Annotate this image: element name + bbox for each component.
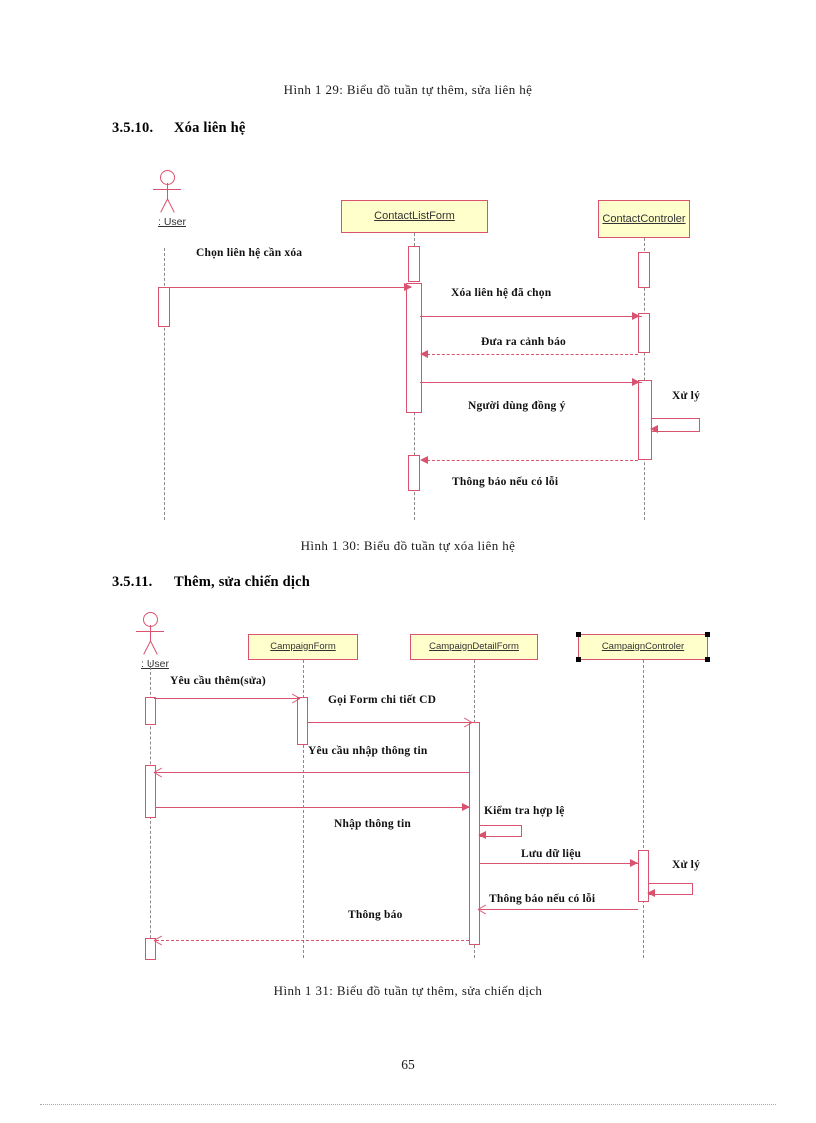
lifeline-campaign-form xyxy=(303,660,304,958)
message-line-1-d2 xyxy=(154,698,300,699)
message-label-5-d2: Kiểm tra hợp lệ xyxy=(484,805,565,817)
section-heading-3-5-10: 3.5.10. Xóa liên hệ xyxy=(112,120,245,137)
activation-clf-1 xyxy=(408,246,420,282)
message-arrowhead-4-d1 xyxy=(632,378,640,386)
self-call-arrowhead-controler xyxy=(647,889,655,897)
self-call-loop-d1 xyxy=(652,418,700,432)
message-arrowhead-2-d2 xyxy=(463,722,472,731)
message-line-6-d1 xyxy=(422,460,638,461)
message-label-1-d2: Yêu cầu thêm(sửa) xyxy=(170,675,266,687)
message-arrowhead-8-d2 xyxy=(478,909,487,918)
message-label-6-d2: Lưu dữ liệu xyxy=(521,848,582,860)
section-number-2: 3.5.11. xyxy=(112,574,153,590)
message-line-2-d1 xyxy=(420,316,642,317)
actor-arms-icon xyxy=(153,189,181,190)
selection-handle-bottom-right[interactable] xyxy=(705,657,710,662)
figure-caption-131: Hình 1 31: Biểu đồ tuần tự thêm, sửa chi… xyxy=(273,983,543,998)
message-label-4-d1: Người dùng đồng ý xyxy=(468,400,566,412)
section-number: 3.5.10. xyxy=(112,120,154,136)
message-label-2-d2: Gọi Form chi tiết CD xyxy=(328,694,437,706)
message-arrowhead-1-d1 xyxy=(404,283,412,291)
message-label-9-d2: Thông báo xyxy=(348,909,403,921)
lifebox-campaign-detail-form[interactable]: CampaignDetailForm xyxy=(410,634,538,660)
self-call-loop-detail-form xyxy=(480,825,522,837)
message-line-9-d2 xyxy=(156,940,469,941)
actor-label-d1: : User xyxy=(157,216,186,228)
message-line-1-d1 xyxy=(168,287,411,288)
activation-cc-3 xyxy=(638,380,652,460)
sequence-diagram-delete-contact: : User ContactListForm ContactControler … xyxy=(0,0,816,540)
section-heading-3-5-11: 3.5.11. Thêm, sửa chiến dịch xyxy=(112,574,310,591)
actor-head-icon xyxy=(160,170,175,185)
section-title-2: Thêm, sửa chiến dịch xyxy=(174,574,310,590)
activation-user-d1 xyxy=(158,287,170,327)
lifebox-label-campaign-controler: CampaignControler xyxy=(601,640,685,652)
message-arrowhead-2-d1 xyxy=(632,312,640,320)
message-label-6-d1: Thông báo nếu có lỗi xyxy=(452,476,559,488)
activation-campaign-form xyxy=(297,697,308,745)
message-line-3-d1 xyxy=(422,354,638,355)
message-label-1-d1: Chọn liên hệ cần xóa xyxy=(196,247,303,259)
message-label-8-d2: Thông báo nếu có lỗi xyxy=(489,893,596,905)
lifeline-contact-controler xyxy=(644,238,645,520)
page-bottom-rule xyxy=(40,1104,776,1105)
lifebox-label-campaign-form: CampaignForm xyxy=(270,640,336,652)
message-label-4-d2: Nhập thông tin xyxy=(334,818,411,830)
message-line-3-d2 xyxy=(156,772,469,773)
activation-user-d2-1 xyxy=(145,697,156,725)
message-label-3-d1: Đưa ra cảnh báo xyxy=(481,336,566,348)
message-line-4-d2 xyxy=(156,807,469,808)
lifebox-contact-list-form[interactable]: ContactListForm xyxy=(341,200,488,233)
activation-clf-2 xyxy=(406,283,422,413)
actor-leg-right-icon-d2 xyxy=(150,640,158,655)
activation-clf-3 xyxy=(408,455,420,491)
lifebox-campaign-controler[interactable]: CampaignControler xyxy=(576,632,710,662)
activation-user-d2-2 xyxy=(145,765,156,818)
message-arrowhead-1-d2 xyxy=(291,698,300,707)
message-arrowhead-9-d2 xyxy=(154,940,163,949)
message-label-2-d1: Xóa liên hệ đã chọn xyxy=(451,287,552,299)
activation-cc-2 xyxy=(638,313,650,353)
self-call-arrowhead-detail-form xyxy=(478,831,486,839)
activation-user-d2-3 xyxy=(145,938,156,960)
sequence-diagram-campaign: : User CampaignForm CampaignDetailForm C… xyxy=(0,0,816,980)
message-line-4-d1 xyxy=(420,382,642,383)
actor-head-icon-d2 xyxy=(143,612,158,627)
lifebox-label-contact-list-form: ContactListForm xyxy=(374,210,455,223)
self-call-loop-controler xyxy=(649,883,693,895)
figure-caption-130: Hình 1 30: Biểu đồ tuần tự xóa liên hệ xyxy=(300,538,516,553)
figure-caption-129: Hình 1 29: Biểu đồ tuần tự thêm, sửa liê… xyxy=(283,82,533,97)
selection-handle-top-right[interactable] xyxy=(705,632,710,637)
lifebox-contact-controler[interactable]: ContactControler xyxy=(598,200,690,238)
self-call-arrowhead-d1 xyxy=(650,425,658,433)
lifebox-label-campaign-detail-form: CampaignDetailForm xyxy=(429,640,519,652)
actor-body-icon xyxy=(166,183,168,200)
lifebox-label-contact-controler: ContactControler xyxy=(602,212,686,225)
message-label-7-d2: Xử lý xyxy=(672,859,701,871)
message-arrowhead-6-d2 xyxy=(630,859,638,867)
actor-arms-icon-d2 xyxy=(136,631,164,632)
activation-campaign-controler xyxy=(638,850,649,902)
actor-label-d2: : User xyxy=(140,658,169,670)
page-number: 65 xyxy=(401,1057,415,1072)
message-arrowhead-4-d2 xyxy=(462,803,470,811)
message-line-6-d2 xyxy=(480,863,638,864)
message-label-3-d2: Yêu cầu nhập thông tin xyxy=(308,745,428,757)
activation-cc-1 xyxy=(638,252,650,288)
selection-handle-top-left[interactable] xyxy=(576,632,581,637)
section-title: Xóa liên hệ xyxy=(174,120,246,136)
message-arrowhead-3-d2 xyxy=(154,772,163,781)
message-arrowhead-6-d1 xyxy=(420,456,428,464)
selection-handle-bottom-left[interactable] xyxy=(576,657,581,662)
lifeline-user-d1 xyxy=(164,248,165,520)
actor-leg-left-icon-d2 xyxy=(143,640,151,655)
message-line-2-d2 xyxy=(308,722,472,723)
message-arrowhead-3-d1 xyxy=(420,350,428,358)
lifebox-campaign-form[interactable]: CampaignForm xyxy=(248,634,358,660)
message-line-8-d2 xyxy=(480,909,638,910)
lifeline-campaign-controler xyxy=(643,660,644,958)
message-label-5-d1: Xử lý xyxy=(672,390,701,402)
actor-body-icon-d2 xyxy=(149,625,151,642)
